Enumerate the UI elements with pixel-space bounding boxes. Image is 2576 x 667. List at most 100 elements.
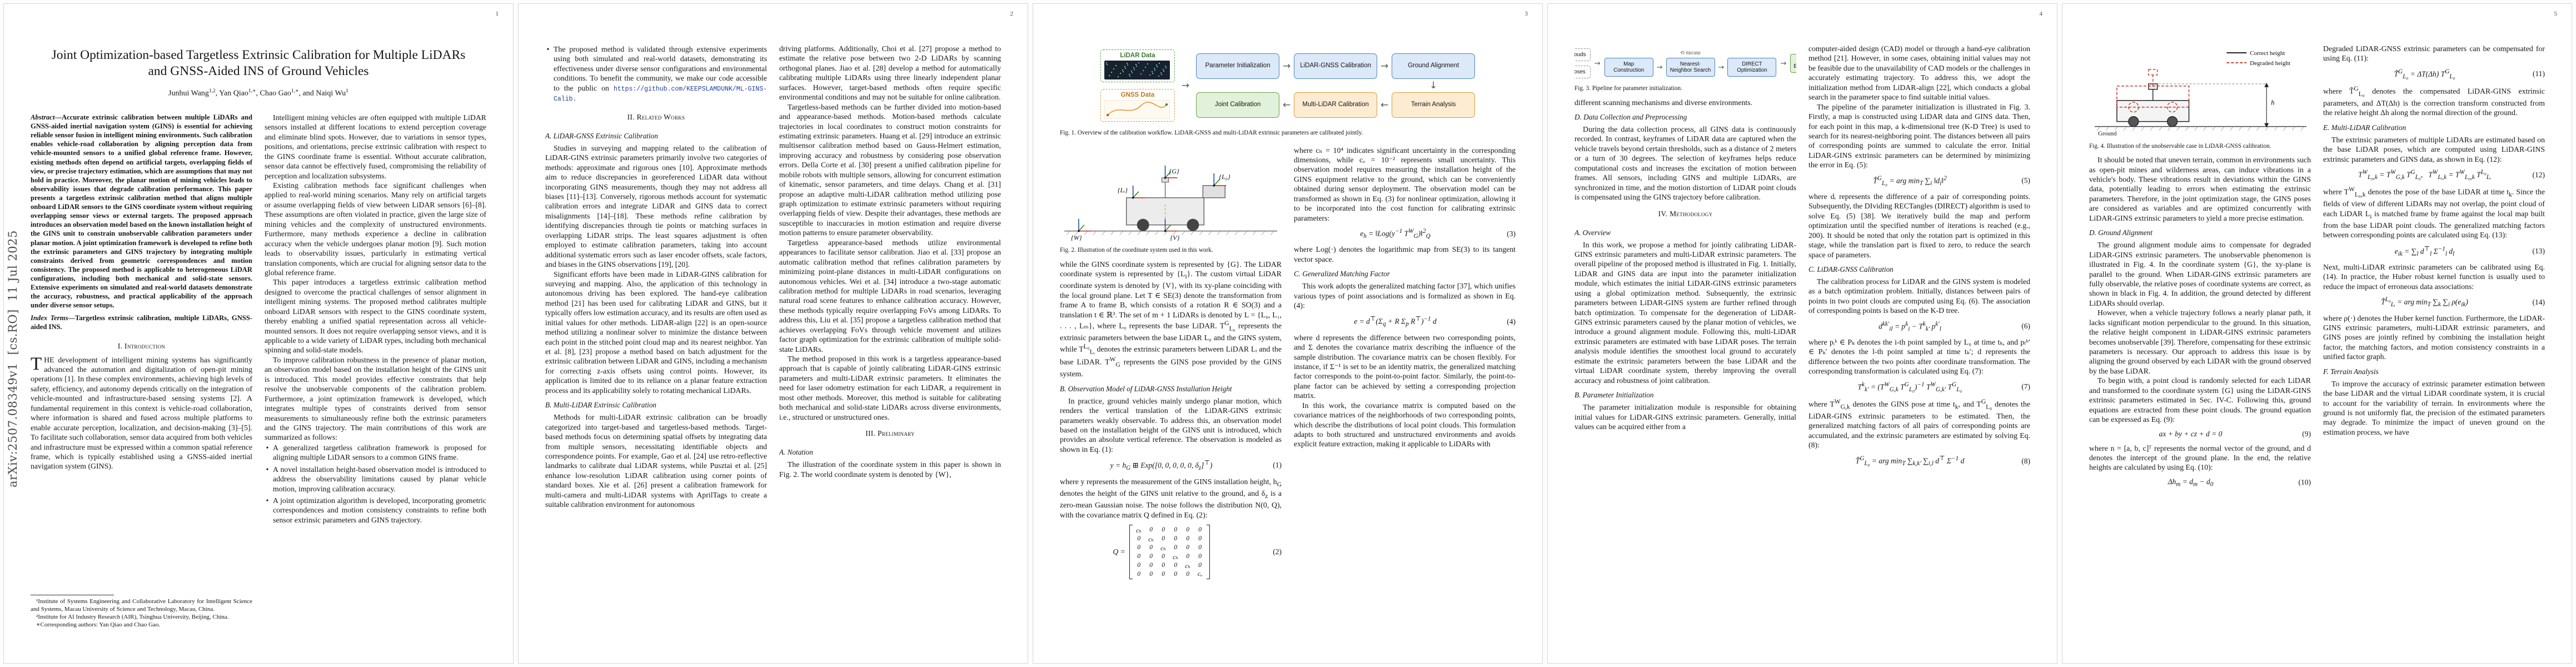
- paragraph: The pipeline of the parameter initializa…: [1808, 102, 2030, 170]
- height-label: h: [2271, 98, 2274, 107]
- ground-hatch: [1270, 230, 1274, 235]
- paragraph: Targetless appearance-based methods util…: [779, 238, 1001, 354]
- point-dot: [1138, 62, 1139, 64]
- equation: T̂L₀Lᵢ = arg minT ∑k ∑i ρ(eik)(14): [2323, 296, 2545, 308]
- equation-number: (14): [2532, 297, 2545, 306]
- ground-hatch: [2141, 126, 2145, 131]
- matrix-cell: 0: [1162, 526, 1165, 533]
- page-number: 5: [2554, 11, 2558, 17]
- frame-label-l0: {L₀}: [1219, 172, 1230, 180]
- ground-hatch: [2247, 126, 2251, 131]
- point-dot: [1151, 71, 1153, 73]
- list-item-text: A generalized targetless calibration fra…: [273, 443, 486, 462]
- point-dot: [1160, 73, 1162, 76]
- pipeline-step-box: DIRECT Optimization: [1727, 58, 1777, 77]
- matrix-cell: 0: [1174, 562, 1177, 569]
- input-box-gnss: GNSS Data: [1100, 89, 1175, 122]
- paragraph: where pᵢᵏ ∈ Pₖ denotes the i-th point sa…: [1808, 337, 2030, 376]
- point-dot: [1124, 67, 1126, 69]
- ground-hatch: [1066, 230, 1070, 235]
- point-dot: [1122, 69, 1123, 71]
- thumb-bg: [1104, 100, 1170, 119]
- paragraph-text: HE development of intelligent mining sys…: [31, 355, 252, 471]
- equation: T̃GL₀ = ΔT(Δh) TGL₀(11): [2323, 68, 2545, 80]
- paragraph: In practice, ground vehicles mainly unde…: [1060, 396, 1282, 454]
- paragraph: where Log(·) denotes the logarithmic map…: [1294, 245, 1516, 263]
- point-dot: [1126, 62, 1128, 64]
- frame-origin: [1213, 184, 1215, 187]
- matrix-cell: 0: [1162, 562, 1165, 569]
- page-number: 2: [1010, 11, 1014, 17]
- column-1: •The proposed method is validated throug…: [545, 44, 767, 629]
- matrix-cell: 0: [1198, 526, 1202, 533]
- point-dot: [1122, 71, 1124, 73]
- matrix-cell: 0: [1162, 553, 1165, 560]
- input-title: GNSS Data: [1120, 92, 1155, 98]
- paragraph: where TWL₀,k denotes the pose of the bas…: [2323, 186, 2545, 240]
- vehicle-cab: [1202, 185, 1225, 198]
- flow-node: Joint Calibration: [1196, 92, 1280, 118]
- column-2: computer-aided design (CAD) model or thr…: [1808, 44, 2030, 629]
- equation: T̂GL₀ = arg minT ∑k,k′ ∑i,l d⊤ Σ−1 d(8): [1808, 455, 2030, 467]
- paragraph: while the GINS coordinate system is repr…: [1060, 260, 1282, 379]
- author-affiliation-sup: 1,∗: [248, 88, 256, 94]
- ground-hatch: [1173, 230, 1177, 235]
- abstract-lead: Abstract—: [31, 113, 62, 121]
- figure-caption: Fig. 1. Overview of the calibration work…: [1060, 130, 1363, 136]
- point-dot: [1162, 68, 1164, 71]
- pipeline-step-box: Nearest-Neighbor Search: [1666, 58, 1715, 77]
- dropcap-letter: T: [31, 354, 42, 374]
- ground-hatch: [2212, 126, 2216, 131]
- pipeline-loop-label: ⟲ iterate: [1605, 50, 1777, 56]
- input-box-lidar: LiDAR Data: [1100, 49, 1175, 82]
- paragraph: To improve the accuracy of extrinsic par…: [2323, 379, 2545, 436]
- paragraph: This work adopts the generalized matchin…: [1294, 282, 1516, 310]
- point-dot: [1119, 72, 1121, 74]
- flow-arrow-icon: →: [1656, 63, 1663, 72]
- vehicle-body: [2116, 99, 2190, 122]
- matrix-cell: 0: [1174, 571, 1177, 578]
- equation-number: (3): [1507, 229, 1516, 238]
- code-repository-link[interactable]: https://github.com/KEEPSLAMDUNK/ML-GINS-…: [554, 85, 767, 103]
- paragraph: To begin with, a point cloud is randomly…: [2089, 376, 2311, 424]
- point-dot: [1110, 71, 1112, 73]
- ground-hatch: [1102, 230, 1106, 235]
- ground-hatch: [1146, 230, 1150, 235]
- paragraph: Intelligent mining vehicles are often eq…: [265, 113, 486, 180]
- list-item-body: A joint optimization algorithm is develo…: [273, 496, 486, 524]
- point-dot: [1160, 72, 1162, 74]
- paragraph: To improve calibration robustness in the…: [265, 355, 486, 442]
- matrix-cell: cₒ: [1197, 571, 1203, 578]
- paragraph: However, when a vehicle trajectory follo…: [2089, 308, 2311, 375]
- matrix-cell: 0: [1186, 544, 1189, 551]
- ground-hatch: [2176, 126, 2180, 131]
- columns: {W}{G}{L₀}{Lᵢ}{V}Fig. 2. Illustration of…: [1060, 146, 1516, 629]
- matrix-bracket-left: [1129, 525, 1133, 579]
- paragraph: Targetless-based methods can be further …: [779, 102, 1001, 237]
- equation-number: (2): [1273, 547, 1282, 556]
- point-dot: [1165, 67, 1167, 69]
- frame-label-li: {Lᵢ}: [1118, 186, 1128, 193]
- matrix-cell: 0: [1149, 526, 1153, 533]
- point-dot: [1108, 74, 1110, 77]
- equation-number: (5): [2021, 176, 2030, 185]
- equation-body: TWL₀,k = TWG,k TGL₀, TWLᵢ,k = TWL₀,k TL₀…: [2358, 169, 2491, 181]
- index-terms: Index Terms—Targetless extrinsic calibra…: [31, 313, 252, 331]
- page-number: 3: [1524, 11, 1528, 17]
- subsection-heading: C. Generalized Matching Factor: [1294, 270, 1390, 278]
- sensor-box: [2148, 69, 2158, 76]
- list-item-text: A joint optimization algorithm is develo…: [273, 496, 486, 525]
- ground-hatch: [1243, 230, 1248, 235]
- title-block: Joint Optimization-based Targetless Extr…: [31, 44, 486, 113]
- subsection-heading: D. Ground Alignment: [2089, 228, 2153, 237]
- bullet-icon: •: [266, 496, 269, 505]
- ground-hatch: [1217, 230, 1221, 235]
- equation-number: (6): [2021, 322, 2030, 331]
- subsection-heading: A. LiDAR-GNSS Extrinsic Calibration: [545, 131, 658, 140]
- axis-y: [1164, 224, 1172, 231]
- paragraph: The calibration process for LiDAR and th…: [1808, 277, 2030, 315]
- frame-label-g: {G}: [1169, 167, 1179, 175]
